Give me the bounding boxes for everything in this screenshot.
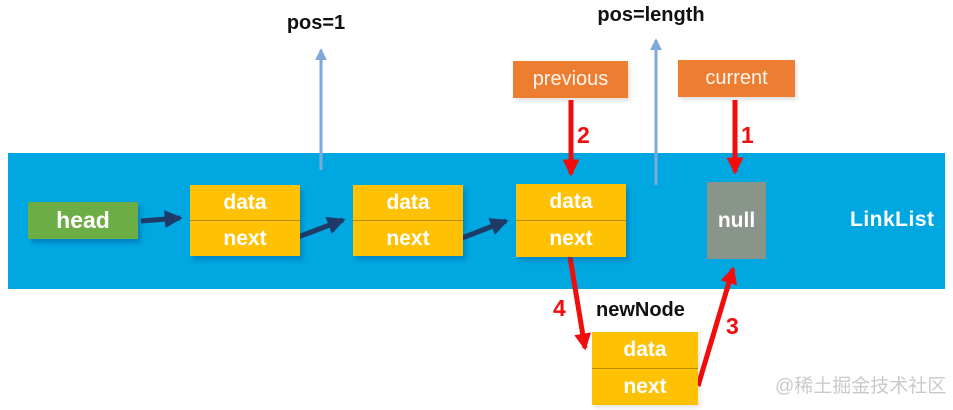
watermark: @稀土掘金技术社区 — [775, 376, 947, 397]
list-node-2: data next — [353, 185, 463, 256]
step-number-3: 3 — [726, 313, 739, 339]
step-number-2: 2 — [577, 122, 590, 148]
node1-next-cell: next — [190, 220, 300, 256]
null-node: null — [707, 182, 766, 259]
pos-length-label: pos=length — [597, 4, 705, 26]
linklist-title: LinkList — [850, 208, 935, 231]
pos1-label: pos=1 — [286, 12, 346, 34]
current-pointer-label: current — [678, 60, 795, 97]
newnode-data-cell: data — [623, 338, 667, 361]
linklist-band — [8, 153, 945, 289]
new-node: data next — [592, 332, 698, 405]
newnode-next-cell: next — [592, 368, 698, 405]
null-label: null — [717, 208, 756, 232]
newnode-title: newNode — [596, 299, 685, 321]
node2-next-cell: next — [353, 220, 463, 256]
head-node: head — [28, 202, 138, 239]
head-label: head — [56, 207, 110, 233]
node3-data-cell: data — [549, 190, 593, 213]
node3-next-cell: next — [516, 220, 626, 257]
previous-pointer-label: previous — [513, 61, 628, 98]
step-number-4: 4 — [553, 295, 566, 321]
list-node-3: data next — [516, 184, 626, 257]
node2-data-cell: data — [386, 190, 430, 214]
step-number-1: 1 — [741, 122, 754, 148]
node1-data-cell: data — [223, 190, 267, 214]
list-node-1: data next — [190, 185, 300, 256]
